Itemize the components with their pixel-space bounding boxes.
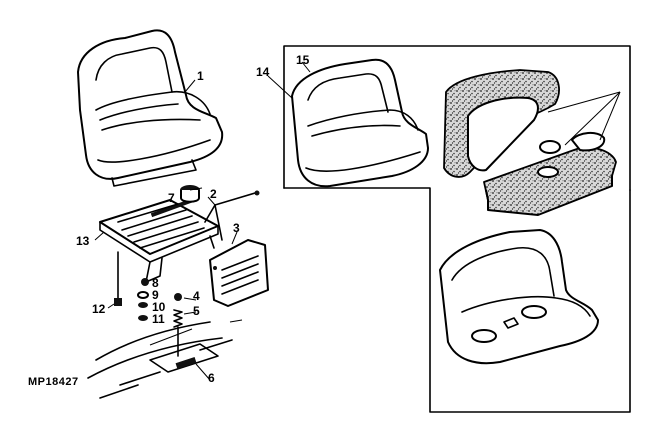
seat-part: [77, 29, 224, 187]
seat-shell-part: [291, 58, 429, 188]
callout-15: 15: [296, 53, 310, 67]
callout-5: 5: [193, 304, 200, 318]
callout-8: 8: [152, 276, 159, 290]
fender-part: [87, 319, 243, 399]
callout-1: 1: [197, 69, 204, 83]
callout-3: 3: [233, 221, 240, 235]
diagram-code: MP18427: [28, 376, 79, 388]
callout-2: 2: [210, 187, 217, 201]
seat-pan-part: [99, 196, 219, 283]
callout-11: 11: [152, 312, 165, 326]
kit-box: [283, 45, 631, 413]
foam-cushion-part: [483, 132, 617, 216]
hardware-stack: [114, 251, 183, 357]
foam-leader-lines: [547, 91, 621, 146]
knob-part: [180, 185, 200, 203]
callout-9: 9: [152, 288, 159, 302]
foam-backrest-part: [443, 69, 561, 178]
callout-14: 14: [256, 65, 270, 79]
slide-bracket-part: [209, 239, 269, 307]
callout-10: 10: [152, 300, 166, 314]
callout-13: 13: [76, 234, 90, 248]
callout-4: 4: [193, 289, 200, 303]
callout-7: 7: [168, 191, 175, 205]
seat-pan-shell-part: [439, 229, 599, 365]
callout-leaders: [94, 61, 311, 381]
callout-6: 6: [208, 371, 215, 385]
callout-12: 12: [92, 302, 106, 316]
